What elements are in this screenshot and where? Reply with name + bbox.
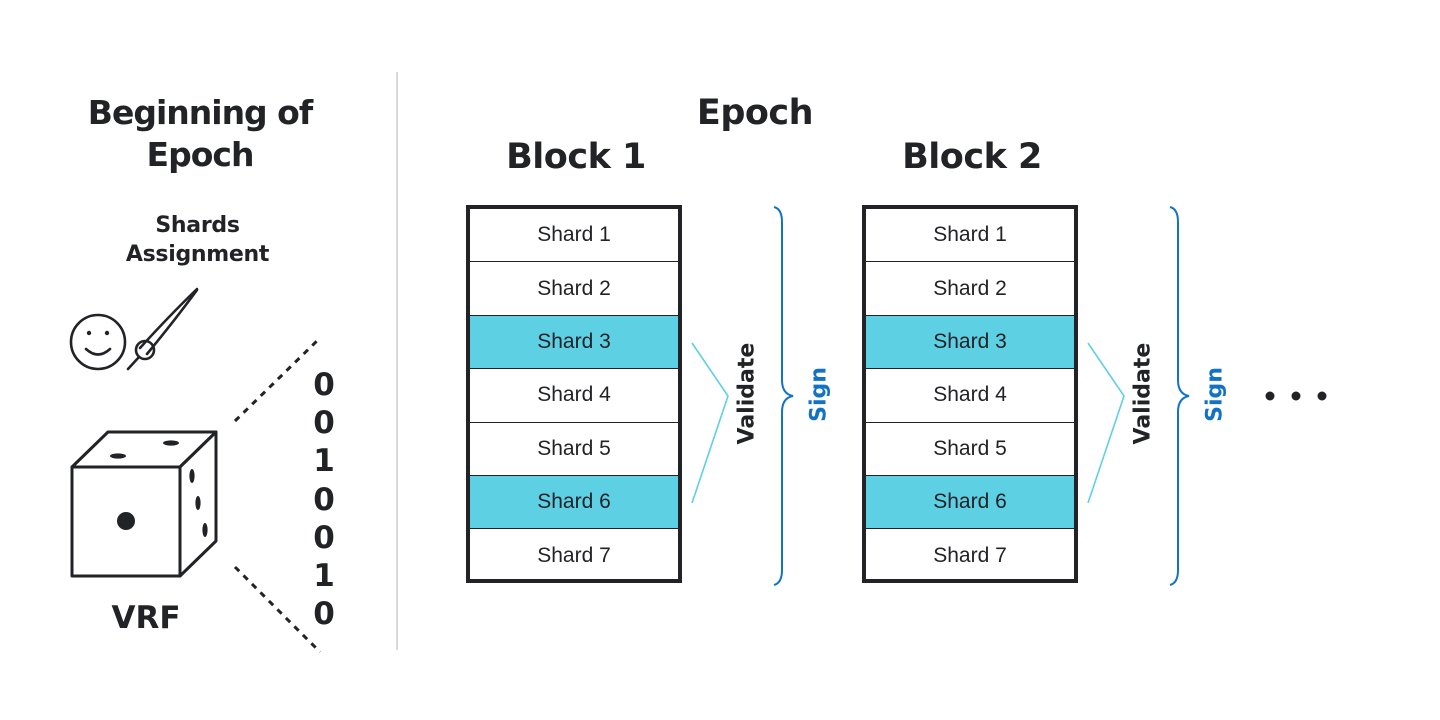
- shard-row: Shard 3: [470, 315, 678, 370]
- vrf-bit: 0: [313, 481, 335, 518]
- shard-row: Shard 5: [470, 423, 678, 476]
- epoch-title: Epoch: [696, 93, 814, 133]
- shard-row: Shard 6: [866, 475, 1074, 530]
- projection-line-bottom: [233, 565, 322, 654]
- block-1-validate-label: Validate: [734, 342, 760, 445]
- shard-row: Shard 3: [866, 315, 1074, 370]
- panel-divider: [396, 72, 398, 650]
- vrf-bit: 0: [313, 596, 335, 633]
- dice-icon: [70, 430, 218, 578]
- projection-line-top: [233, 336, 322, 423]
- title-line-2: Epoch: [146, 135, 255, 174]
- sign-brace-1: [773, 206, 794, 586]
- sign-brace-2: [1169, 206, 1190, 586]
- block-1-title: Block 1: [506, 137, 646, 177]
- vrf-bit: 1: [313, 558, 335, 595]
- shard-row: Shard 5: [866, 423, 1074, 476]
- magnifier-icon: [126, 287, 199, 371]
- vrf-bit: 0: [313, 519, 335, 556]
- subtitle-line-2: Assignment: [125, 242, 270, 267]
- block-2-title: Block 2: [902, 137, 1042, 177]
- block-2-validate-label: Validate: [1130, 342, 1156, 445]
- shard-row: Shard 1: [470, 209, 678, 263]
- block-2-sign-label: Sign: [1202, 367, 1228, 422]
- shard-row: Shard 4: [470, 369, 678, 423]
- ellipsis-icon: [1265, 391, 1327, 401]
- title-line-1: Beginning of: [87, 93, 313, 132]
- vrf-bit: 1: [313, 443, 335, 480]
- beginning-of-epoch-title: Beginning of Epoch: [60, 92, 340, 176]
- shard-row: Shard 2: [866, 262, 1074, 316]
- shard-row: Shard 4: [866, 369, 1074, 423]
- validate-connector-2: [1087, 342, 1125, 504]
- validate-connector-1: [691, 342, 729, 504]
- subtitle-line-1: Shards: [155, 213, 240, 238]
- vrf-bit: 0: [313, 405, 335, 442]
- shard-row: Shard 6: [470, 475, 678, 530]
- shard-row: Shard 7: [537, 544, 611, 568]
- shards-assignment-label: Shards Assignment: [95, 211, 300, 269]
- block-1-sign-label: Sign: [806, 367, 832, 422]
- vrf-bit: 0: [313, 367, 335, 403]
- vrf-label: VRF: [111, 600, 181, 636]
- shard-row: Shard 7: [933, 544, 1007, 568]
- smiley-face-icon: [69, 313, 127, 371]
- shard-row: Shard 1: [866, 209, 1074, 263]
- shard-row: Shard 2: [470, 262, 678, 316]
